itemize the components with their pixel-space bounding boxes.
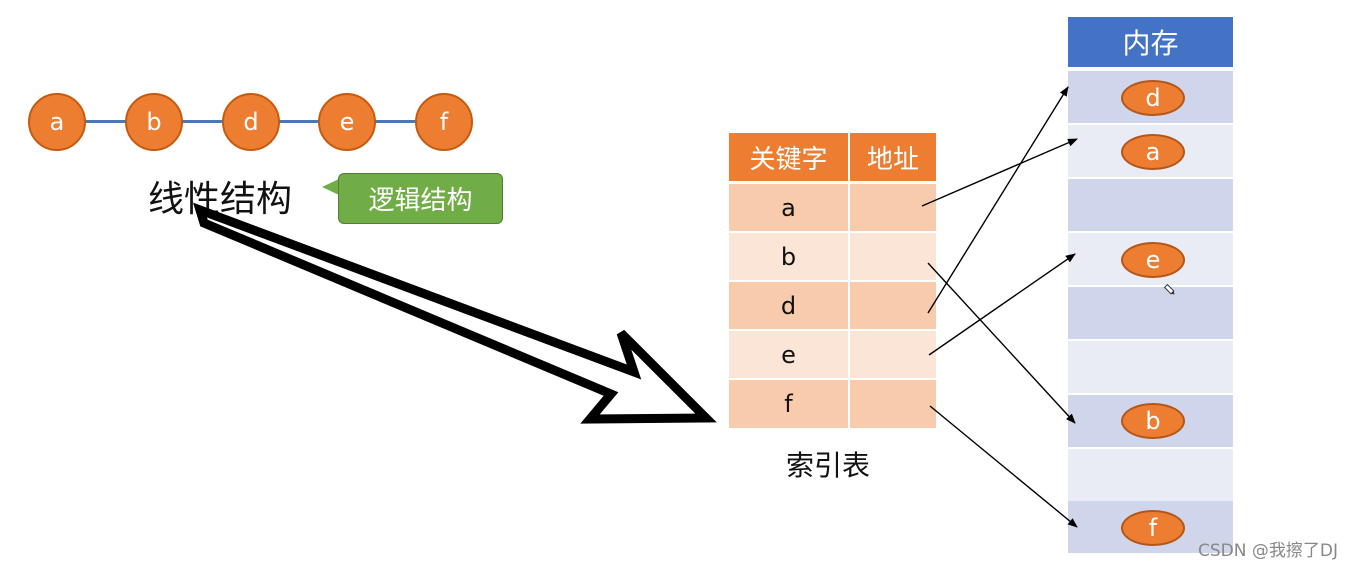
chain-node-label: a (49, 108, 65, 136)
table-key-text: f (784, 390, 793, 418)
table-header-key: 关键字 (729, 133, 848, 181)
memory-item-f: f (1121, 510, 1185, 546)
table-key-text: a (781, 193, 796, 222)
chain-node-label: e (339, 108, 355, 136)
memory-slot (1068, 341, 1233, 393)
table-key-cell: d (729, 282, 848, 329)
memory-item-label: b (1145, 407, 1161, 435)
table-key-cell: b (729, 233, 848, 280)
pointer-arrow-e (928, 253, 1076, 356)
memory-header: 内存 (1068, 17, 1233, 67)
memory-slot (1068, 449, 1233, 501)
table-key-text: d (780, 291, 797, 320)
table-header-address: 地址 (850, 133, 936, 181)
table-key-text: b (780, 242, 797, 271)
table-address-cell (850, 331, 936, 378)
table-key-cell: f (729, 380, 848, 428)
pointer-arrow-f (929, 405, 1078, 528)
table-header-address-text: 地址 (866, 144, 919, 175)
memory-slot (1068, 179, 1233, 231)
pointer-arrow-b (927, 262, 1076, 424)
table-key-cell: a (729, 184, 848, 231)
memory-header-text: 内存 (1122, 27, 1179, 60)
table-address-cell (850, 233, 936, 280)
pointer-arrow-d (927, 86, 1069, 314)
memory-item-a: a (1121, 134, 1185, 170)
table-header-key-text: 关键字 (749, 144, 828, 175)
chain-node-label: b (146, 108, 162, 136)
chain-node-f: f (415, 93, 473, 151)
chain-node-a: a (28, 93, 86, 151)
pencil-cursor-icon (1163, 283, 1175, 295)
big-arrow-icon (193, 202, 717, 424)
logical-structure-callout: 逻辑结构 (338, 173, 503, 224)
chain-node-b: b (125, 93, 183, 151)
chain-node-e: e (318, 93, 376, 151)
memory-item-e: e (1121, 242, 1185, 278)
memory-slot (1068, 287, 1233, 339)
index-table-caption: 索引表 (786, 449, 871, 482)
table-address-cell (850, 184, 936, 231)
memory-item-label: f (1148, 514, 1158, 542)
callout-text: 逻辑结构 (368, 186, 473, 216)
watermark: CSDN @我擦了DJ (1198, 541, 1338, 561)
memory-item-b: b (1121, 403, 1185, 439)
chain-node-d: d (222, 93, 280, 151)
memory-item-label: e (1145, 246, 1161, 274)
callout-pointer (322, 179, 339, 195)
table-address-cell (850, 380, 936, 428)
chain-node-label: f (439, 108, 449, 136)
table-key-cell: e (729, 331, 848, 378)
pointer-arrow-a (921, 138, 1078, 207)
chain-node-label: d (243, 108, 259, 136)
memory-item-label: d (1145, 84, 1161, 112)
table-address-cell (850, 282, 936, 329)
table-key-text: e (781, 340, 796, 369)
memory-item-label: a (1145, 138, 1161, 166)
memory-item-d: d (1121, 80, 1185, 116)
